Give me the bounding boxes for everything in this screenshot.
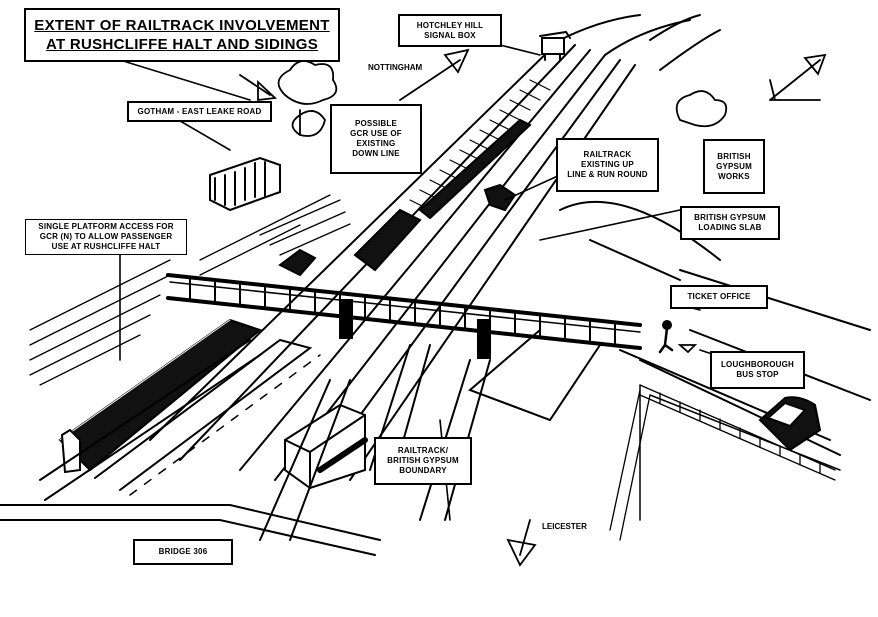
- car: [758, 396, 822, 452]
- signal-box: [539, 30, 571, 61]
- fence: [609, 384, 836, 541]
- diagram-title-box: EXTENT OF RAILTRACK INVOLVEMENT AT RUSHC…: [24, 8, 340, 62]
- label-single-platform-access: SINGLE PLATFORM ACCESS FOR GCR (N) TO AL…: [25, 219, 187, 255]
- left-embankment: [29, 194, 351, 386]
- direction-leicester: LEICESTER: [542, 522, 587, 531]
- label-railtrack-british-gypsum-boundary: RAILTRACK/ BRITISH GYPSUM BOUNDARY: [374, 437, 472, 485]
- main-railway-tracks: [149, 14, 721, 481]
- direction-nottingham: NOTTINGHAM: [368, 63, 423, 72]
- title-line-1: EXTENT OF RAILTRACK INVOLVEMENT: [34, 17, 330, 34]
- footbridge: [166, 273, 642, 359]
- label-railtrack-existing-up-line: RAILTRACK EXISTING UP LINE & RUN ROUND: [556, 138, 659, 192]
- label-gotham-east-leake-road: GOTHAM - EAST LEAKE ROAD: [127, 101, 272, 122]
- label-british-gypsum-loading-slab: BRITISH GYPSUM LOADING SLAB: [680, 206, 780, 240]
- label-ticket-office: TICKET OFFICE: [670, 285, 768, 309]
- right-road: [468, 200, 871, 521]
- title-line-2: AT RUSHCLIFFE HALT AND SIDINGS: [45, 36, 319, 53]
- label-hotchley-hill-signal-box: HOTCHLEY HILL SIGNAL BOX: [398, 14, 502, 47]
- trees: [277, 60, 728, 137]
- shelter-building: [209, 156, 281, 212]
- label-possible-gcr-use: POSSIBLE GCR USE OF EXISTING DOWN LINE: [330, 104, 422, 174]
- platform-carriages: [39, 318, 321, 501]
- person: [658, 320, 674, 354]
- label-british-gypsum-works: BRITISH GYPSUM WORKS: [703, 139, 765, 194]
- direction-arrows: [239, 48, 827, 567]
- trains: [278, 118, 532, 277]
- label-bridge-306: BRIDGE 306: [133, 539, 233, 565]
- label-loughborough-bus-stop: LOUGHBOROUGH BUS STOP: [710, 351, 805, 389]
